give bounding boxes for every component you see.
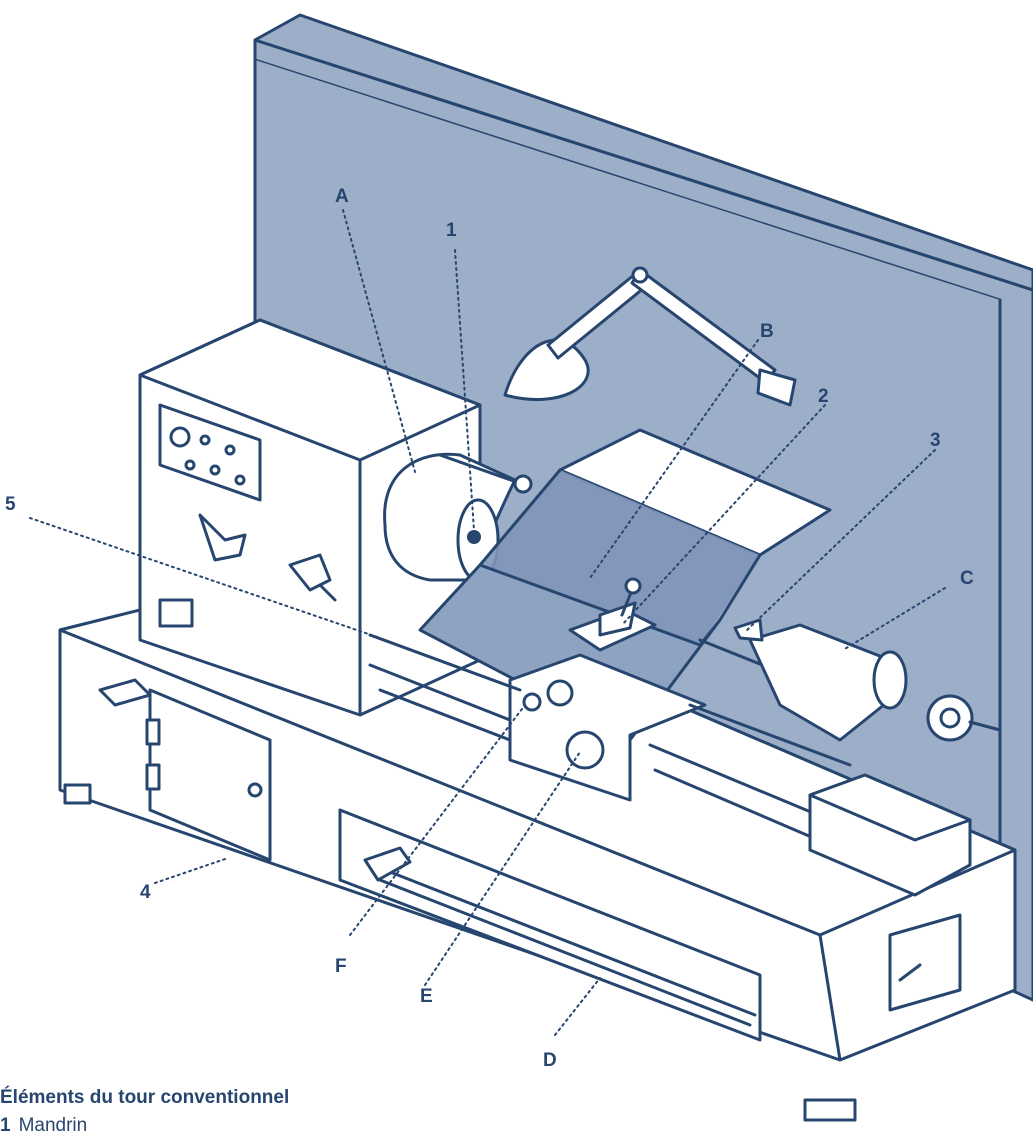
label-D: D: [543, 1050, 557, 1071]
leader-D: [555, 978, 600, 1035]
label-F: F: [335, 956, 347, 977]
label-4: 4: [140, 882, 151, 903]
label-E: E: [420, 986, 433, 1007]
label-A: A: [335, 186, 349, 207]
legend-item: 1 Mandrin: [0, 1115, 87, 1137]
label-C: C: [960, 568, 974, 589]
label-B: B: [760, 321, 774, 342]
label-3: 3: [930, 430, 941, 451]
label-5: 5: [5, 494, 16, 515]
label-1: 1: [446, 220, 457, 241]
label-2: 2: [818, 386, 829, 407]
leader-4: [155, 858, 228, 883]
legend-item-number: 1: [0, 1115, 11, 1136]
legend-title: Éléments du tour conventionnel: [0, 1087, 289, 1109]
legend-item-text: Mandrin: [19, 1115, 88, 1136]
